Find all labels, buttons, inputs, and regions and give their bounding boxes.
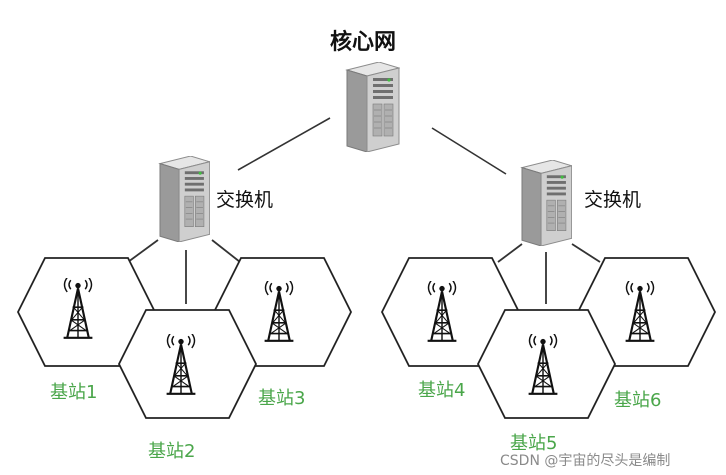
switch-label: 交换机 (584, 189, 641, 211)
base-station-label: 基站3 (258, 388, 305, 409)
link-switch-right-station6 (571, 243, 601, 263)
link-switch-right-station4 (497, 243, 523, 263)
link-core-switch-right (431, 127, 507, 175)
base-station-label: 基站5 (510, 433, 557, 454)
base-station-label: 基站6 (614, 390, 661, 411)
switch-server-icon (159, 156, 210, 242)
base-station-label: 基站2 (148, 441, 195, 462)
core-server-icon (346, 62, 400, 152)
link-core-switch-left (237, 117, 331, 171)
switch-label: 交换机 (216, 189, 273, 211)
base-station-label: 基站1 (50, 382, 97, 403)
switch-server-icon (521, 160, 572, 246)
link-switch-left-station3 (211, 239, 241, 263)
watermark: CSDN @宇宙的尽头是编制 (500, 453, 670, 469)
link-switch-left-station1 (127, 239, 159, 263)
core-network-label: 核心网 (330, 29, 396, 55)
base-station-label: 基站4 (418, 380, 465, 401)
hexagon-station2 (117, 309, 258, 419)
